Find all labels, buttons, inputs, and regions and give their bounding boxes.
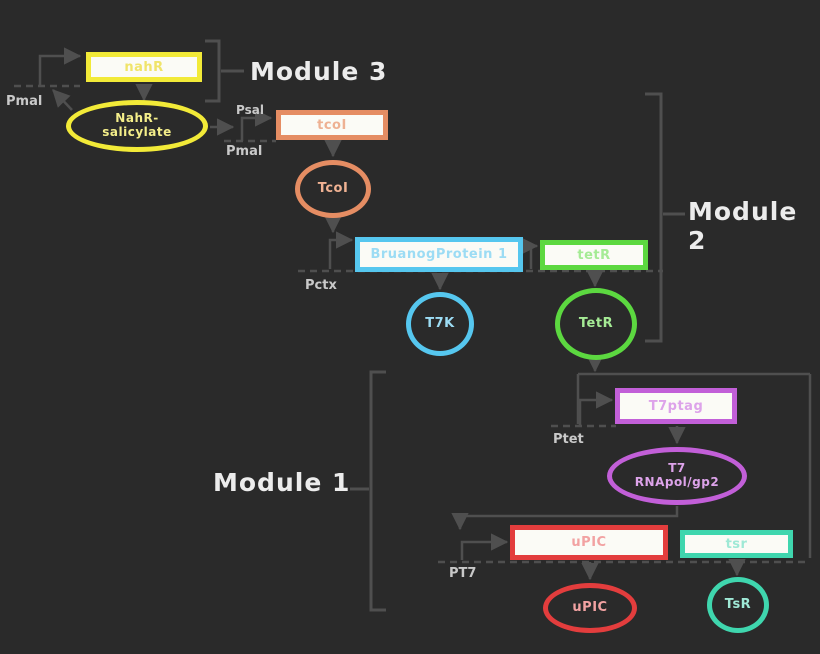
pctx-to-blue-arrow — [328, 231, 354, 269]
gene-box-upic: uPIC — [510, 525, 668, 560]
protein-label-t7rnapol-line1: T7 — [668, 461, 686, 476]
protein-ellipse-tsr: TsR — [707, 577, 769, 633]
protein-label-nahr-line1: NahR- — [115, 111, 159, 126]
module-3-label: Module 3 — [250, 57, 388, 86]
protein-ellipse-tetr: TetR — [555, 288, 637, 360]
psal-to-tcoi-arrow — [240, 109, 273, 141]
gene-label-tetr: tetR — [577, 247, 611, 263]
module-1-label: Module 1 — [213, 468, 351, 497]
gene-box-tsr: tsr — [680, 530, 793, 558]
pt7-to-upic-arrow — [460, 533, 509, 560]
protein-label-t7rnapol-line2: RNApol/gp2 — [634, 475, 720, 489]
gene-label-t7ptag: T7ptag — [648, 398, 704, 414]
gene-box-t7ptag: T7ptag — [615, 388, 737, 424]
promoter-label-pmal-right: Pmal — [226, 144, 263, 159]
gene-label-upic: uPIC — [571, 535, 607, 550]
gene-label-tcoi: tcoI — [317, 117, 347, 133]
module2-bracket — [645, 92, 663, 343]
protein-ellipse-tcoi: TcoI — [295, 160, 371, 218]
protein-ellipse-nahr-salicylate: NahR- salicylate — [66, 100, 208, 152]
pmal-to-nahr-arrow — [38, 47, 82, 86]
protein-ellipse-upic: uPIC — [543, 583, 637, 633]
gene-box-tcoi: tcoI — [276, 110, 388, 140]
protein-ellipse-t7-rnapol: T7 RNApol/gp2 — [607, 447, 747, 505]
promoter-label-pt7: PT7 — [449, 566, 477, 581]
gene-label-nahr: nahR — [124, 59, 164, 75]
promoter-label-pctx: Pctx — [305, 278, 337, 293]
promoter-label-psal: Psal — [236, 103, 264, 117]
module-2-label: Module 2 — [688, 197, 798, 255]
t7rnapol-output-line — [460, 506, 679, 518]
gene-box-tetr: tetR — [540, 240, 648, 270]
protein-label-upic: uPIC — [572, 599, 608, 615]
gene-box-blue-protein: BruanogProtein 1 — [355, 237, 523, 272]
module3-bracket — [205, 39, 221, 103]
protein-label-tetr: TetR — [578, 315, 614, 331]
protein-label-t7k: T7K — [425, 315, 455, 331]
protein-label-tcoi: TcoI — [317, 180, 349, 196]
module1-bracket — [369, 370, 386, 612]
gene-box-nahr: nahR — [86, 52, 202, 82]
promoter-label-pmal-left: Pmal — [6, 94, 43, 109]
protein-label-tsr: TsR — [724, 596, 752, 612]
protein-label-nahr-line2: salicylate — [102, 125, 172, 139]
promoter-label-ptet: Ptet — [553, 432, 584, 447]
nahr-feedback-arrow — [52, 89, 73, 111]
protein-ellipse-t7k: T7K — [406, 292, 474, 356]
ptet-to-t7ptag-arrow — [578, 391, 614, 426]
promoter-to-tetr-arrow — [520, 237, 539, 269]
gene-label-blue-protein: BruanogProtein 1 — [370, 247, 508, 262]
gene-label-tsr: tsr — [725, 536, 748, 552]
